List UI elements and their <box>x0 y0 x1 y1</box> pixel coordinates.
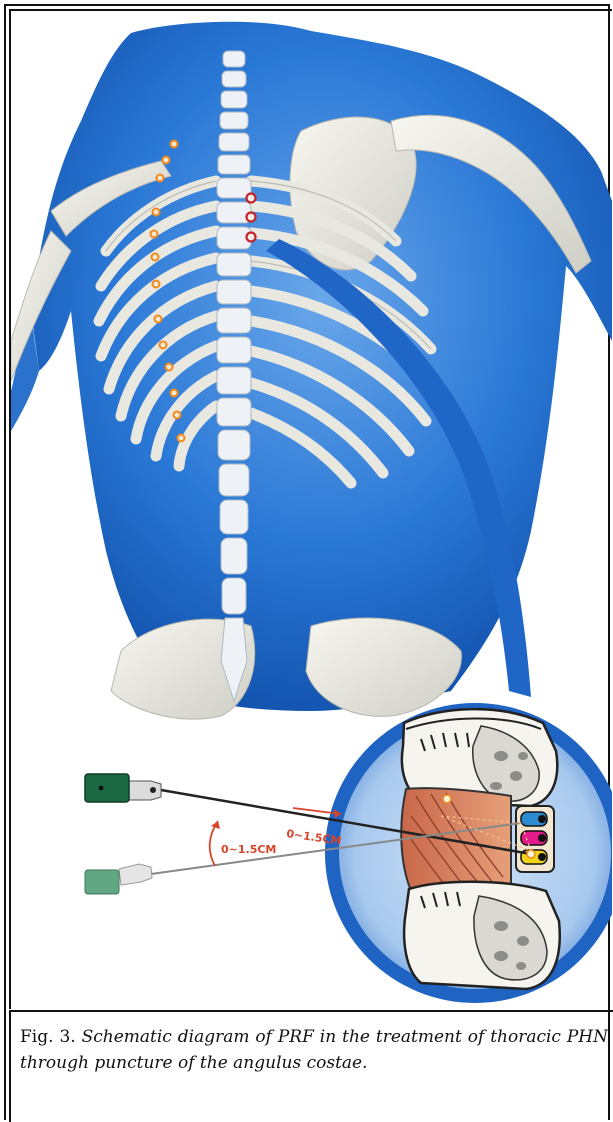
caption-divider <box>9 1010 613 1012</box>
caption-left-border <box>9 1010 11 1122</box>
spine <box>217 51 251 701</box>
angle-distance-label: 0~1.5CM <box>221 843 276 856</box>
angle-arrow <box>210 821 220 866</box>
figure-caption: Fig. 3. Schematic diagram of PRF in the … <box>20 1024 608 1076</box>
figure-caption-text: Schematic diagram of PRF in the treatmen… <box>20 1027 608 1073</box>
magnified-view <box>325 703 612 1003</box>
figure-number: Fig. 3. <box>20 1027 76 1047</box>
figure-illustration: 0~1.5CM 0~1.5CM <box>11 11 612 1011</box>
puncture-markers-right <box>247 194 256 242</box>
